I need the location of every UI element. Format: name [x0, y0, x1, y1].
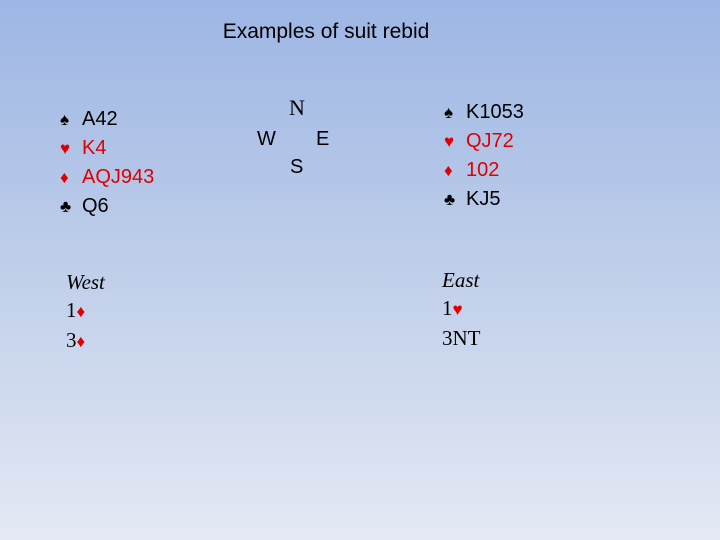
- compass-north: N: [289, 95, 305, 120]
- west-diamonds-row: ♦ AQJ943: [60, 163, 154, 192]
- east-bid-1-level: 1: [442, 296, 453, 320]
- east-spades-cards: K1053: [466, 101, 524, 123]
- west-spades-row: ♠ A42: [60, 105, 154, 134]
- slide-title: Examples of suit rebid: [222, 20, 430, 43]
- west-bid-1: 1♦: [66, 296, 105, 326]
- west-hearts-row: ♥ K4: [60, 134, 154, 163]
- diamond-icon: ♦: [76, 332, 86, 351]
- heart-icon: ♥: [452, 300, 463, 319]
- west-bid-2: 3♦: [66, 326, 105, 356]
- east-hearts-row: ♥ QJ72: [444, 127, 524, 156]
- spade-icon: ♠: [444, 103, 454, 122]
- east-hearts-cards: QJ72: [466, 130, 514, 152]
- east-bidding-heading: East: [442, 268, 480, 292]
- diamond-icon: ♦: [76, 302, 86, 321]
- east-bid-1: 1♥: [442, 294, 481, 324]
- east-bid-2-level: 3NT: [442, 326, 481, 350]
- east-bid-2: 3NT: [442, 324, 481, 354]
- compass-west: W: [257, 128, 276, 150]
- diamond-icon: ♦: [60, 168, 69, 187]
- club-icon: ♣: [60, 197, 72, 216]
- spade-icon: ♠: [60, 110, 70, 129]
- west-clubs-cards: Q6: [82, 195, 109, 217]
- compass-east: E: [316, 128, 330, 150]
- west-bid-2-level: 3: [66, 328, 77, 352]
- west-hearts-cards: K4: [82, 137, 107, 159]
- west-bidding: West 1♦ 3♦: [66, 268, 105, 356]
- heart-icon: ♥: [444, 132, 455, 151]
- west-hand: ♠ A42 ♥ K4 ♦ AQJ943 ♣ Q6: [60, 105, 154, 221]
- diamond-icon: ♦: [444, 161, 453, 180]
- west-bid-1-level: 1: [66, 298, 77, 322]
- east-clubs-row: ♣ KJ5: [444, 185, 524, 214]
- east-hand: ♠ K1053 ♥ QJ72 ♦ 102 ♣ KJ5: [444, 98, 524, 214]
- west-diamonds-cards: AQJ943: [82, 166, 155, 188]
- west-spades-cards: A42: [82, 108, 118, 130]
- compass-south: S: [290, 156, 304, 178]
- east-clubs-cards: KJ5: [466, 188, 501, 210]
- west-clubs-row: ♣ Q6: [60, 192, 154, 221]
- east-diamonds-cards: 102: [466, 159, 500, 181]
- east-diamonds-row: ♦ 102: [444, 156, 524, 185]
- heart-icon: ♥: [60, 139, 71, 158]
- club-icon: ♣: [444, 190, 456, 209]
- west-bidding-heading: West: [66, 270, 105, 294]
- east-bidding: East 1♥ 3NT: [442, 266, 481, 354]
- east-spades-row: ♠ K1053: [444, 98, 524, 127]
